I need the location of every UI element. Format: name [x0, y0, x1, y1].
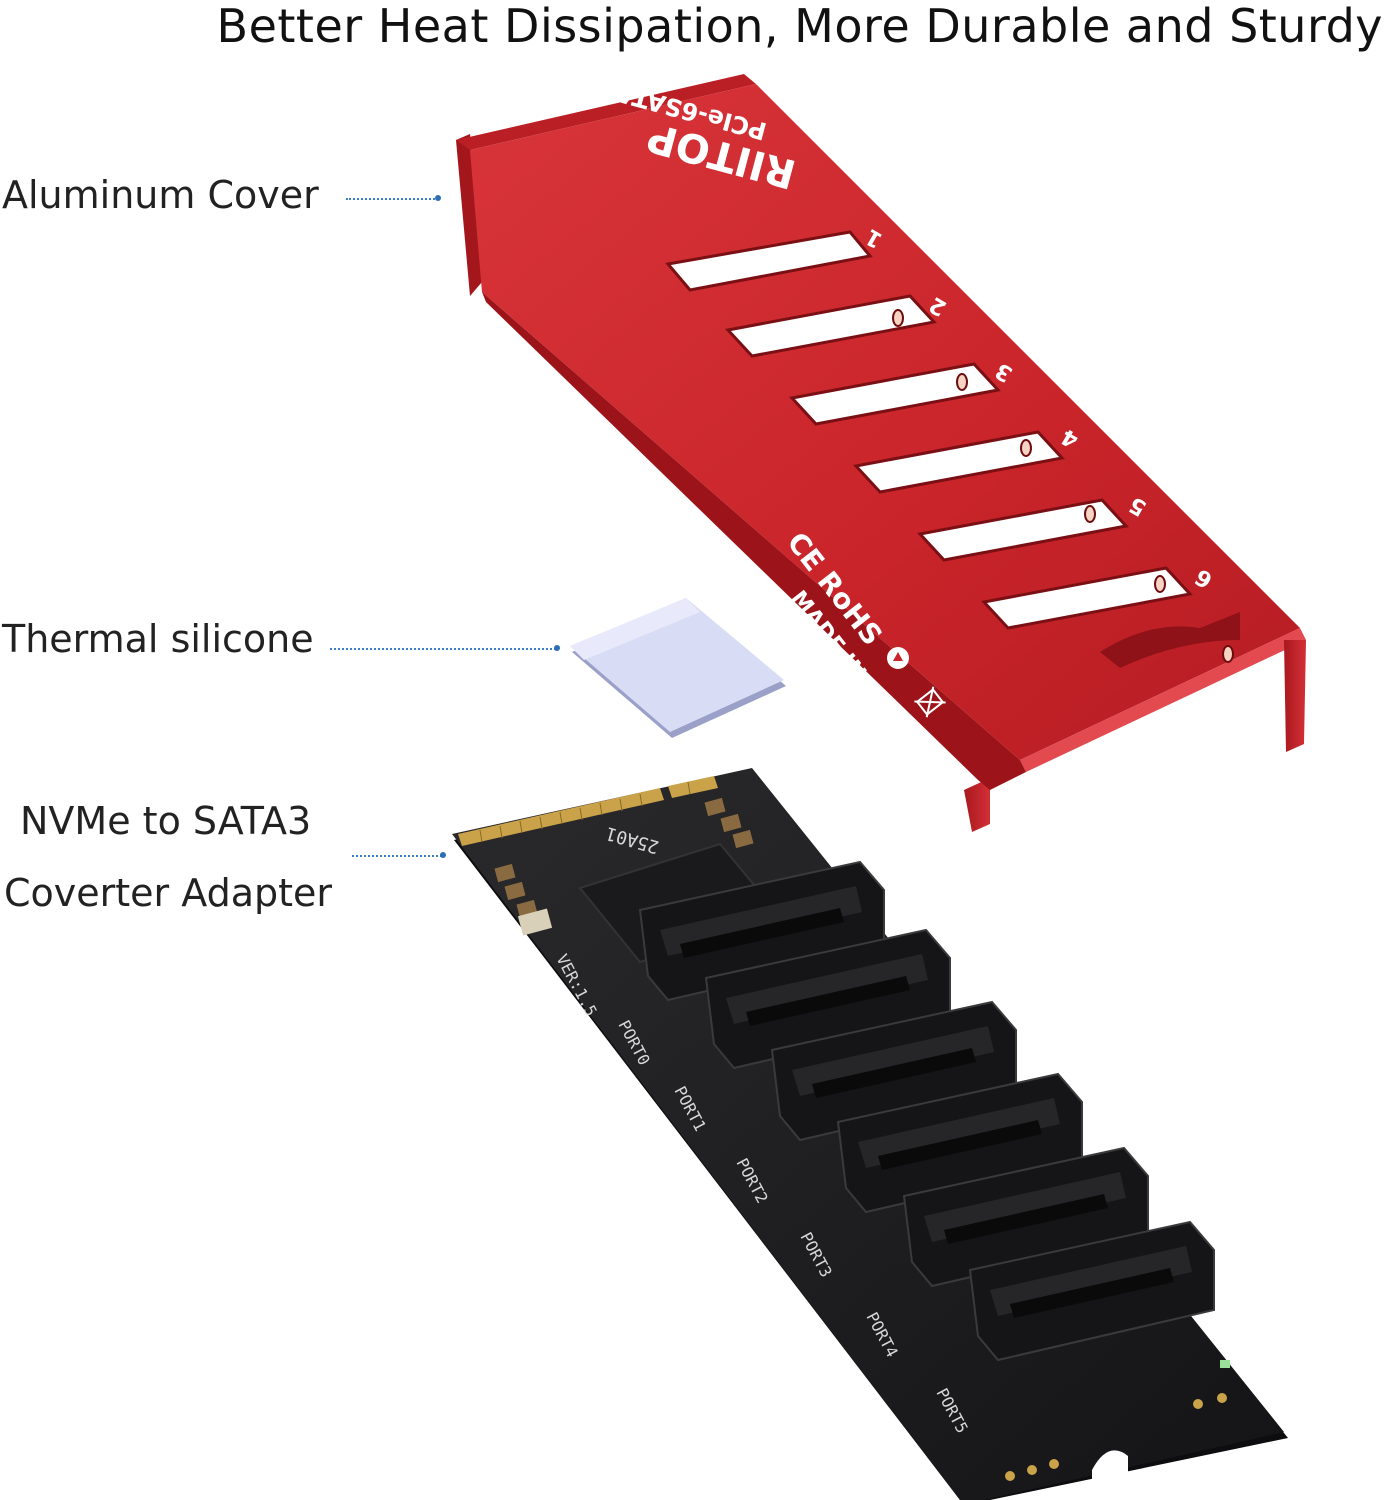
headline: Better Heat Dissipation, More Durable an…	[216, 0, 1383, 53]
cover-slots	[665, 230, 1193, 630]
leader-line-adapter	[352, 855, 442, 857]
leader-line-pad	[330, 648, 556, 650]
callout-adapter-line2: Coverter Adapter	[4, 871, 333, 915]
weee-bin-icon	[914, 686, 946, 718]
leader-dot-adapter	[440, 852, 446, 858]
thermal-silicone-pad	[570, 598, 786, 738]
board-mounting-notch	[1092, 1450, 1128, 1500]
sata-port-1	[704, 928, 951, 1070]
sata-port-4	[902, 1146, 1149, 1288]
gold-edge-connector	[458, 776, 718, 846]
callout-aluminum-cover: Aluminum Cover	[2, 173, 319, 217]
leader-line-cover	[346, 198, 438, 200]
callout-adapter-line1: NVMe to SATA3	[20, 799, 312, 843]
recycle-icon	[887, 647, 909, 669]
board-components	[494, 797, 754, 936]
callout-thermal-silicone: Thermal silicone	[2, 617, 314, 661]
aluminum-cover: 1 2 3 4 5 6 RIITOP PCIe-6SATA CE RoHS MA…	[456, 74, 1306, 832]
cover-screw-holes	[892, 309, 1234, 663]
leader-dot-cover	[435, 195, 441, 201]
leader-dot-pad	[554, 645, 560, 651]
board-pads	[1005, 1360, 1230, 1481]
nvme-sata-adapter-board: VER:1.5 25A01 PORT0 PORT1 PORT2 PORT3 PO…	[452, 768, 1288, 1500]
sata-port-3	[836, 1072, 1083, 1214]
sata-port-5	[968, 1220, 1215, 1362]
sata-ports	[638, 860, 1215, 1362]
